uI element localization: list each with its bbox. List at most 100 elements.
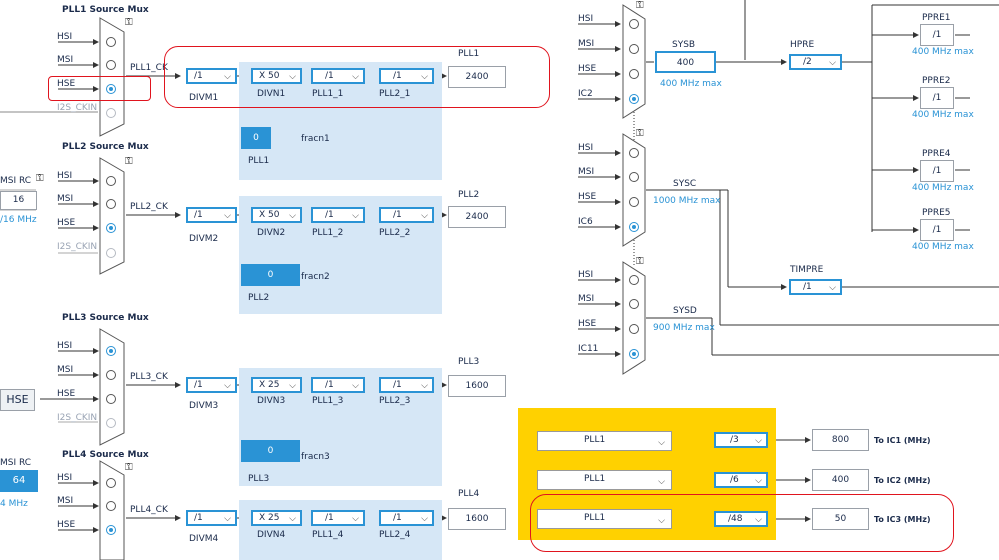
divn1-label: DIVN1 bbox=[257, 89, 286, 99]
pll1-3-select[interactable]: /1⌵ bbox=[311, 377, 365, 393]
pll1-2-select[interactable]: /1⌵ bbox=[311, 207, 365, 223]
timpre-label: TIMPRE bbox=[790, 265, 824, 275]
key-icon: ⚿ bbox=[125, 462, 133, 473]
pll2-2-select[interactable]: /1⌵ bbox=[379, 207, 434, 223]
sysmux1-radio-ic2[interactable] bbox=[629, 94, 639, 104]
chevron-down-icon: ⌵ bbox=[755, 476, 762, 486]
divn4-select[interactable]: X 25⌵ bbox=[251, 510, 302, 526]
chevron-down-icon: ⌵ bbox=[289, 211, 296, 221]
sysmux2-radio-hsi[interactable] bbox=[629, 148, 639, 158]
mux2-radio-hsi[interactable] bbox=[106, 176, 116, 186]
mux2-radio-hse[interactable] bbox=[106, 223, 116, 233]
msi-rc-freq: /16 MHz bbox=[0, 215, 37, 225]
timpre-select[interactable]: /1 ⌵ bbox=[789, 279, 842, 295]
mux4-input-hse: HSE bbox=[57, 520, 76, 530]
ic3-value: 50 bbox=[812, 508, 869, 530]
sysmux1-radio-hse[interactable] bbox=[629, 69, 639, 79]
ic3-callout bbox=[530, 494, 954, 552]
divm4-select[interactable]: /1⌵ bbox=[186, 510, 237, 526]
sysmux3-radio-msi[interactable] bbox=[629, 299, 639, 309]
mux4-radio-hse[interactable] bbox=[106, 525, 116, 535]
pll2-1-select[interactable]: /1⌵ bbox=[379, 68, 434, 84]
mux2-radio-msi[interactable] bbox=[106, 199, 116, 209]
sysmux1-radio-hsi[interactable] bbox=[629, 19, 639, 29]
hpre-value: /2 bbox=[803, 57, 812, 67]
pll1-4-value: /1 bbox=[325, 513, 334, 523]
msi-rc-value[interactable]: 16 bbox=[0, 191, 37, 210]
pll2-4-value: /1 bbox=[393, 513, 402, 523]
pll1-1-label: PLL1_1 bbox=[312, 89, 344, 99]
ic1-div-select[interactable]: /3⌵ bbox=[714, 432, 768, 448]
mux2-input-hsi: HSI bbox=[57, 171, 73, 181]
sysmux3-radio-ic11[interactable] bbox=[629, 349, 639, 359]
chevron-down-icon: ⌵ bbox=[352, 72, 359, 82]
sysd-max: 900 MHz max bbox=[653, 323, 715, 333]
fracn1-value[interactable]: 0 bbox=[241, 127, 271, 149]
mux1-radio-hsi[interactable] bbox=[106, 37, 116, 47]
pll1-3-value: /1 bbox=[325, 380, 334, 390]
sysmux2-input-hsi: HSI bbox=[578, 143, 594, 153]
key-icon: ⚿ bbox=[36, 173, 44, 184]
divm2-select[interactable]: /1⌵ bbox=[186, 207, 237, 223]
divm4-label: DIVM4 bbox=[189, 534, 219, 544]
hpre-select[interactable]: /2⌵ bbox=[789, 54, 842, 70]
ppre1-value[interactable]: /1 bbox=[920, 24, 954, 46]
ic2-source-select[interactable]: PLL1⌵ bbox=[537, 470, 672, 490]
mux2-radio-i2s[interactable] bbox=[106, 248, 116, 258]
mux3-radio-msi[interactable] bbox=[106, 370, 116, 380]
sysmux2-radio-msi[interactable] bbox=[629, 172, 639, 182]
chevron-down-icon: ⌵ bbox=[289, 381, 296, 391]
pll4-ck-label: PLL4_CK bbox=[130, 505, 168, 515]
sysc-label: SYSC bbox=[673, 179, 697, 189]
chevron-down-icon: ⌵ bbox=[658, 438, 665, 448]
pll2-3-select[interactable]: /1⌵ bbox=[379, 377, 434, 393]
pll2-3-value: /1 bbox=[393, 380, 402, 390]
pll3-ck-label: PLL3_CK bbox=[130, 372, 168, 382]
mux3-radio-hse[interactable] bbox=[106, 394, 116, 404]
msi-rc-label: MSI RC bbox=[0, 176, 32, 186]
hse-source-box[interactable]: HSE bbox=[0, 389, 35, 411]
divm3-label: DIVM3 bbox=[189, 401, 219, 411]
divn1-select[interactable]: X 50⌵ bbox=[251, 68, 302, 84]
sysmux1-radio-msi[interactable] bbox=[629, 44, 639, 54]
ic3-div-select[interactable]: /48⌵ bbox=[714, 511, 768, 527]
ppre4-max: 400 MHz max bbox=[912, 183, 974, 193]
ppre2-value[interactable]: /1 bbox=[920, 87, 954, 109]
fracn3-value[interactable]: 0 bbox=[241, 440, 300, 462]
chevron-down-icon: ⌵ bbox=[755, 436, 762, 446]
pll1-4-select[interactable]: /1⌵ bbox=[311, 510, 365, 526]
pll3-out-value: 1600 bbox=[448, 375, 506, 397]
timpre-value: /1 bbox=[803, 282, 812, 292]
divn3-select[interactable]: X 25⌵ bbox=[251, 377, 302, 393]
divm1-select[interactable]: /1⌵ bbox=[186, 68, 237, 84]
fracn2-value[interactable]: 0 bbox=[241, 264, 300, 286]
mux1-radio-hse[interactable] bbox=[106, 84, 116, 94]
sysmux3-radio-hse[interactable] bbox=[629, 324, 639, 334]
mux1-input-msi: MSI bbox=[57, 55, 74, 65]
pll1-1-select[interactable]: /1⌵ bbox=[311, 68, 365, 84]
pll2-4-select[interactable]: /1⌵ bbox=[379, 510, 434, 526]
ic2-div-select[interactable]: /6⌵ bbox=[714, 472, 768, 488]
mux1-radio-i2s[interactable] bbox=[106, 108, 116, 118]
ppre4-value[interactable]: /1 bbox=[920, 160, 954, 182]
mux4-radio-msi[interactable] bbox=[106, 501, 116, 511]
mux1-radio-msi[interactable] bbox=[106, 60, 116, 70]
divn2-select[interactable]: X 50⌵ bbox=[251, 207, 302, 223]
ppre5-value[interactable]: /1 bbox=[920, 219, 954, 241]
chevron-down-icon: ⌵ bbox=[829, 283, 836, 293]
ic1-source-select[interactable]: PLL1⌵ bbox=[537, 431, 672, 451]
sysmux3-radio-hsi[interactable] bbox=[629, 275, 639, 285]
pll3-out-label: PLL3 bbox=[458, 357, 480, 367]
mux3-radio-hsi[interactable] bbox=[106, 346, 116, 356]
sysmux2-radio-hse[interactable] bbox=[629, 197, 639, 207]
sysmux3-input-hsi: HSI bbox=[578, 270, 594, 280]
pll1-source-mux-title: PLL1 Source Mux bbox=[62, 5, 149, 15]
ic3-source-select[interactable]: PLL1⌵ bbox=[537, 509, 672, 529]
mux4-radio-hsi[interactable] bbox=[106, 478, 116, 488]
mux3-radio-i2s[interactable] bbox=[106, 418, 116, 428]
sysmux2-radio-ic6[interactable] bbox=[629, 222, 639, 232]
pll1-2-label: PLL1_2 bbox=[312, 228, 344, 238]
msi-rc-value-2[interactable]: 64 bbox=[0, 470, 38, 492]
divm3-select[interactable]: /1⌵ bbox=[186, 377, 237, 393]
sysmux1-input-hsi: HSI bbox=[578, 14, 594, 24]
